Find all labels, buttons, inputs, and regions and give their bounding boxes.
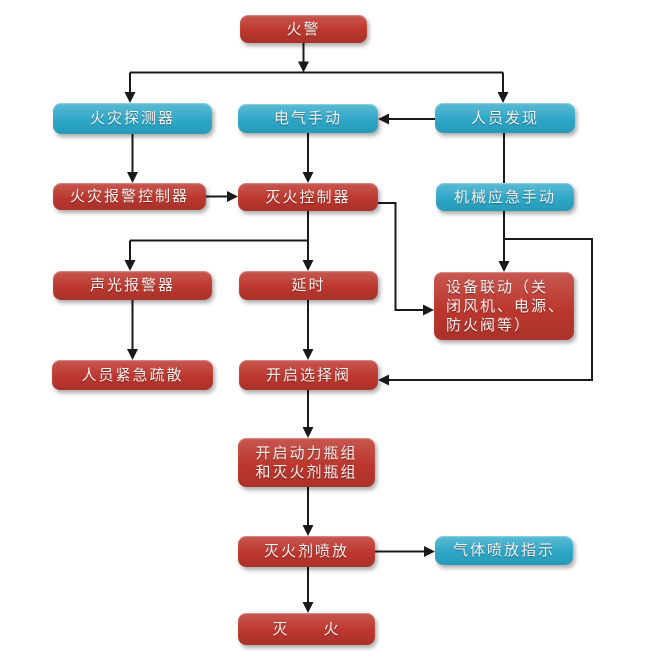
edge-detector-to-alarm-controller (127, 134, 138, 183)
edge-discharge-to-gas-indicator (375, 546, 435, 557)
edge-electric-manual-to-ext-controller (302, 133, 314, 183)
edge-fire-alarm-to-branches (124, 43, 509, 103)
node-fire-detector-label: 火灾探测器 (89, 110, 175, 127)
node-evacuation: 人员紧急疏散 (52, 360, 213, 390)
node-equipment-linkage-label: 设备联动（关 闭风机、电源、 防火阀等） (446, 278, 566, 334)
edge-mech-manual-to-selector-valve (378, 238, 593, 386)
node-gas-indicator: 气体喷放指示 (435, 536, 573, 565)
node-delay-label: 延时 (291, 277, 326, 294)
edge-sound-light-to-evacuation (127, 300, 138, 360)
edge-selector-valve-to-cylinder-group (302, 390, 314, 438)
edge-alarm-controller-to-ext-controller (206, 191, 238, 202)
node-agent-discharge-label: 灭火剂喷放 (263, 543, 349, 560)
edge-delay-to-selector-valve (302, 300, 314, 360)
node-gas-indicator-label: 气体喷放指示 (452, 542, 555, 559)
node-sound-light-alarm: 声光报警器 (53, 271, 212, 300)
node-person-found: 人员发现 (435, 103, 575, 133)
edge-person-found-to-electric-manual (378, 113, 435, 125)
node-person-found-label: 人员发现 (470, 109, 539, 127)
node-electric-manual: 电气手动 (238, 104, 378, 133)
node-ext-controller: 灭火控制器 (238, 183, 378, 211)
node-delay: 延时 (239, 271, 378, 300)
node-ext-controller-label: 灭火控制器 (265, 188, 351, 206)
node-cylinder-group: 开启动力瓶组 和灭火剂瓶组 (238, 438, 375, 487)
node-electric-manual-label: 电气手动 (273, 110, 342, 127)
edge-discharge-to-extinguish (302, 567, 314, 613)
node-equipment-linkage: 设备联动（关 闭风机、电源、 防火阀等） (434, 272, 574, 340)
node-extinguish: 灭 火 (238, 613, 375, 645)
node-selector-valve: 开启选择阀 (239, 360, 378, 390)
node-selector-valve-label: 开启选择阀 (265, 366, 351, 384)
node-agent-discharge: 灭火剂喷放 (238, 536, 375, 567)
node-cylinder-group-label: 开启动力瓶组 和灭火剂瓶组 (255, 444, 358, 481)
node-mech-manual-label: 机械应急手动 (453, 188, 556, 206)
node-mech-manual: 机械应急手动 (436, 183, 574, 211)
node-sound-light-alarm-label: 声光报警器 (89, 277, 175, 294)
edge-cylinder-group-to-discharge (302, 487, 314, 536)
node-fire-alarm-label: 火警 (286, 20, 321, 38)
node-evacuation-label: 人员紧急疏散 (81, 366, 184, 384)
node-fire-detector: 火灾探测器 (53, 103, 212, 134)
node-fire-alarm: 火警 (240, 15, 367, 43)
node-alarm-controller-label: 火灾报警控制器 (69, 188, 189, 205)
edge-ext-controller-to-soundlight-and-delay (124, 211, 314, 271)
edge-ext-controller-to-equipment-linkage (378, 202, 434, 316)
node-extinguish-label: 灭 火 (272, 620, 341, 638)
node-alarm-controller: 火灾报警控制器 (53, 183, 206, 210)
